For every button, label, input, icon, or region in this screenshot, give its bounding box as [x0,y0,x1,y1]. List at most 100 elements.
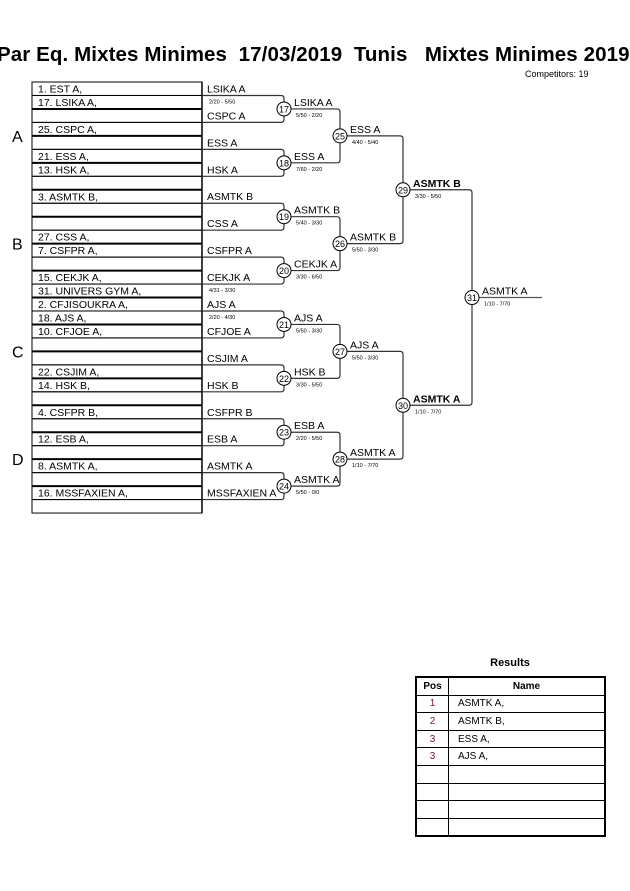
match-score: 5/50 - 3/30 [352,355,378,361]
entry-row [31,499,203,514]
match-number-circle [332,128,348,144]
match-number-circle [395,182,411,198]
match-score: 4/40 - 5/40 [352,140,378,146]
match-number: 27 [335,347,345,357]
bracket-line [340,135,404,139]
results-row [416,765,605,784]
match-number-circle [332,343,348,359]
group-label: A [12,129,23,146]
result-position [416,765,449,784]
results-header-row: Pos Name [416,677,605,696]
match-score: 3/30 - 6/50 [296,275,322,281]
match-winner: AJS A [350,339,379,351]
bracket-line [284,431,341,436]
page-title: Par Eq. Mixtes Minimes 17/03/2019 Tunis … [0,43,630,66]
match-winner: HSK B [294,366,326,378]
match-number-circle [276,478,292,494]
match-number: 20 [279,266,289,276]
entry-name: 15. CEKJK A, [38,272,102,284]
entry-name: 21. ESS A, [38,151,89,163]
competitor-name: AJS A [207,299,236,311]
match-score: 5/50 - 2/20 [296,113,322,119]
match-number: 25 [335,131,345,141]
match-score: 3/30 - 5/50 [415,194,441,200]
entry-name: 16. MSSFAXIEN A, [38,488,128,500]
entry-name: 1. EST A, [38,84,82,96]
result-name: ASMTK A, [448,695,605,714]
bracket-line [284,483,341,487]
match-number-circle [332,236,348,252]
result-position: 3 [416,730,449,749]
entry-row [31,337,203,352]
match-number: 22 [279,374,289,384]
competitor-name: ASMTK B [207,191,253,203]
entry-row [31,418,203,433]
competitor-name: ASMTK A [207,461,253,473]
competitor-name: CFJOE A [207,326,251,338]
results-title: Results [490,657,530,669]
name-header: Name [448,677,605,696]
competitors-count: Competitors: 19 [525,69,589,79]
competitor-name: CSPC A [207,110,246,122]
entry-name: 25. CSPC A, [38,124,97,136]
bracket-line [284,375,341,379]
match-winner: AJS A [294,312,323,324]
result-name [448,783,605,802]
match-number: 28 [335,455,345,465]
entry-row [31,108,203,123]
competitor-name: CSFPR B [207,407,253,419]
entry-row [31,472,203,487]
result-position [416,800,449,819]
competitor-name: MSSFAXIEN A [207,488,276,500]
entry-name: 12. ESB A, [38,434,89,446]
entry-name: 14. HSK B, [38,380,90,392]
match-score: 2/20 - 4/30 [209,315,235,321]
match-number-circle [276,424,292,440]
match-number: 19 [279,212,289,222]
entry-name: 22. CSJIM A, [38,366,99,378]
bracket-line [403,402,473,406]
match-number-circle [276,101,292,117]
match-number: 21 [279,320,289,330]
match-winner: ESS A [294,151,324,163]
competitor-name: ESS A [207,137,237,149]
competitor-name: ESB A [207,434,237,446]
entry-row [31,175,203,191]
competitor-name: CSS A [207,218,238,230]
competitor-name: CSFPR A [207,245,252,257]
result-name: ESS A, [448,730,605,749]
entry-name: 10. CFJOE A, [38,326,102,338]
entry-name: 27. CSS A, [38,232,89,244]
entry-name: 4. CSFPR B, [38,407,98,419]
competitor-name: CEKJK A [207,272,250,284]
entry-row [31,135,203,150]
match-score: 3/30 - 5/50 [296,382,322,388]
match-winner: LSIKA A [294,97,333,109]
results-row [416,783,605,802]
match-winner: ASMTK B [413,178,461,190]
result-position: 3 [416,747,449,766]
result-name [448,765,605,784]
entry-name: 7. CSFPR A, [38,245,98,257]
match-score: 5/50 - 0/0 [296,490,319,496]
bracket-line [340,240,404,245]
result-name: AJS A, [448,747,605,766]
match-winner: ESS A [350,124,380,136]
match-score: 7/60 - 2/20 [296,167,322,173]
entry-name: 17. LSIKA A, [38,97,97,109]
match-number-circle [332,451,348,467]
match-winner: ASMTK A [294,474,340,486]
match-number: 26 [335,239,345,249]
entry-name: 18. AJS A, [38,312,86,324]
match-number-circle [276,316,292,332]
match-winner: ASMTK B [350,232,396,244]
match-score: 1/10 - 7/70 [352,463,378,469]
entry-name: 13. HSK A, [38,164,89,176]
bracket-line [284,108,341,112]
match-score: 5/40 - 3/30 [296,221,322,227]
